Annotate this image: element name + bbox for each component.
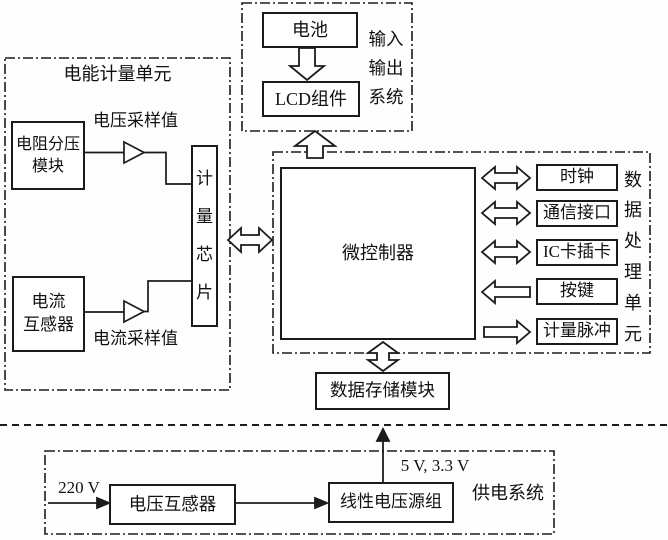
battery-to-lcd-arrow-icon xyxy=(287,47,327,82)
current-sample-label: 电流采样值 xyxy=(93,328,178,348)
io-system-label: 输入 输出 系统 xyxy=(368,28,404,107)
voltage-transformer-label: 电压互感器 xyxy=(128,493,217,514)
mcu-to-pulse-arrow-icon xyxy=(483,319,532,345)
mcu-to-io-arrow-icon xyxy=(292,129,338,159)
metering-pulse-box: 计量脉冲 xyxy=(536,318,618,345)
metering-unit-region-border xyxy=(4,57,231,391)
power-system-title: 供电系统 xyxy=(472,483,544,504)
metering-pulse-label: 计量脉冲 xyxy=(543,321,611,341)
current-sampling-wire xyxy=(85,280,191,324)
data-storage-box: 数据存储模块 xyxy=(315,372,450,410)
mcu-clock-double-arrow-icon xyxy=(480,165,532,191)
comm-interface-box: 通信接口 xyxy=(536,200,618,227)
current-transformer-label: 电流 互感器 xyxy=(23,292,74,334)
keys-box: 按键 xyxy=(536,278,618,305)
microcontroller-box: 微控制器 xyxy=(280,167,476,340)
mcu-storage-double-arrow-icon xyxy=(365,340,401,373)
lcd-module-box: LCD组件 xyxy=(262,81,360,117)
comm-interface-label: 通信接口 xyxy=(543,203,611,223)
mcu-iccard-double-arrow-icon xyxy=(480,239,532,265)
keys-to-mcu-arrow-icon xyxy=(480,279,531,305)
arrowhead-5v-up-icon xyxy=(375,426,391,442)
power-system-region-border xyxy=(44,450,555,535)
lcd-module-label: LCD组件 xyxy=(275,88,347,109)
mcu-comm-double-arrow-icon xyxy=(480,200,532,226)
data-storage-label: 数据存储模块 xyxy=(330,380,435,401)
voltage-transformer-box: 电压互感器 xyxy=(109,484,236,525)
battery-label: 电池 xyxy=(292,19,328,40)
power-wires xyxy=(48,426,391,510)
resistor-divider-box: 电阻分压 模块 xyxy=(11,121,85,190)
ic-card-label: IC卡插卡 xyxy=(543,242,611,262)
arrowhead-220v-icon xyxy=(96,496,112,510)
metering-chip-box: 计 量 芯 片 xyxy=(191,145,218,327)
ic-card-box: IC卡插卡 xyxy=(536,239,618,266)
io-system-region-border xyxy=(241,2,413,132)
resistor-divider-label: 电阻分压 模块 xyxy=(15,135,80,175)
current-transformer-box: 电流 互感器 xyxy=(12,276,85,352)
arrowhead-vt-to-source-icon xyxy=(314,496,330,510)
processing-unit-region-border xyxy=(272,151,651,354)
current-amplifier-icon xyxy=(123,299,146,324)
metering-chip-label: 计 量 芯 片 xyxy=(196,169,213,302)
keys-label: 按键 xyxy=(560,281,594,301)
processing-unit-label: 数 据 处 理 单 元 xyxy=(624,169,642,344)
voltage-amplifier-icon xyxy=(123,140,146,165)
voltage-sample-label: 电压采样值 xyxy=(93,110,178,130)
input-220v-label: 220 V xyxy=(58,477,100,497)
clock-box: 时钟 xyxy=(536,164,618,191)
voltage-sampling-wire xyxy=(85,140,191,185)
microcontroller-label: 微控制器 xyxy=(342,243,414,264)
clock-label: 时钟 xyxy=(560,167,594,187)
linear-voltage-source-box: 线性电压源组 xyxy=(328,482,454,523)
chip-mcu-double-arrow-icon xyxy=(226,225,274,255)
output-voltage-label: 5 V, 3.3 V xyxy=(400,455,470,475)
metering-unit-title: 电能计量单元 xyxy=(63,64,172,85)
battery-box: 电池 xyxy=(262,12,358,48)
linear-voltage-source-label: 线性电压源组 xyxy=(340,492,442,512)
